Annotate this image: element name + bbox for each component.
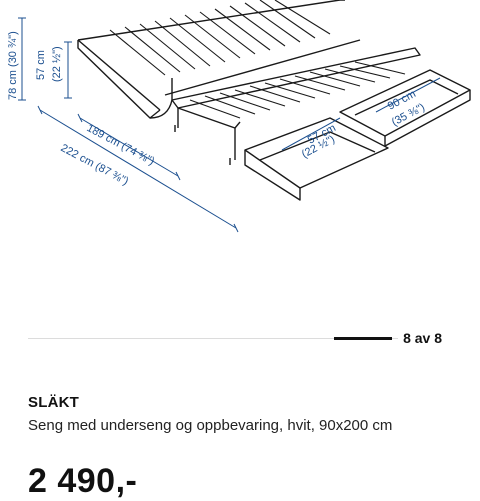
- seat-height-in-label: (22 ½"): [51, 46, 63, 82]
- product-description: Seng med underseng og oppbevaring, hvit,…: [28, 417, 393, 434]
- bed-illustration: [77, 0, 471, 201]
- dimension-lines: [18, 17, 441, 233]
- product-price: 2 490,-: [28, 462, 138, 500]
- product-name: SLÄKT: [28, 394, 79, 411]
- height-total-label: 78 cm (30 ¾"): [7, 31, 19, 100]
- pager-position-indicator: [334, 337, 392, 340]
- pager-track[interactable]: [28, 338, 398, 339]
- product-dimension-drawing: 78 cm (30 ¾") 57 cm (22 ½") 189 cm (74 ⅜…: [7, 0, 471, 233]
- pager-count: 8 av 8: [403, 330, 442, 346]
- seat-height-cm-label: 57 cm: [35, 50, 47, 80]
- image-carousel-pager[interactable]: 8 av 8: [28, 328, 452, 348]
